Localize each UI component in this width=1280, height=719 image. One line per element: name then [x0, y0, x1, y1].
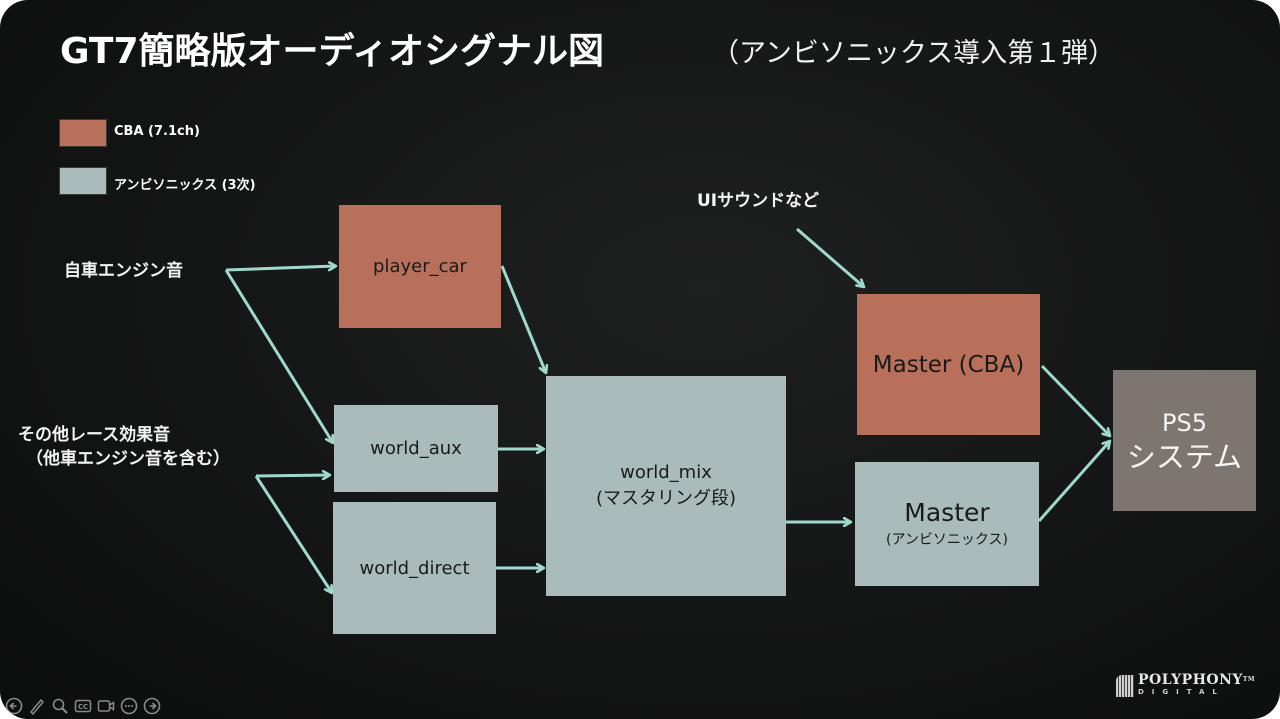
- arrow-other-effects-to-world-direct: [254, 475, 332, 593]
- source-own-engine: 自車エンジン音: [64, 261, 183, 281]
- node-master-ambisonics-sublabel: (アンビソニックス): [886, 532, 1008, 548]
- zoom-icon[interactable]: [50, 696, 70, 716]
- source-ui-sound: UIサウンドなど: [697, 191, 820, 211]
- legend-swatch-ambisonics: [59, 167, 107, 195]
- svg-text:CC: CC: [78, 703, 88, 711]
- node-world-direct-label: world_direct: [359, 557, 470, 579]
- legend-label-ambisonics: アンビソニックス (3次): [114, 178, 256, 193]
- arrow-master-amb-to-ps5: [1037, 441, 1110, 522]
- camera-icon[interactable]: [96, 696, 116, 716]
- node-player-car-label: player_car: [373, 256, 467, 277]
- node-master-cba-label: Master (CBA): [872, 351, 1025, 378]
- more-icon[interactable]: [119, 696, 139, 716]
- next-slide-icon[interactable]: [142, 696, 162, 716]
- node-world-mix-sublabel: (マスタリング段): [595, 488, 737, 509]
- polyphony-digital-logo: POLYPHONYTM DIGITAL: [1116, 672, 1256, 698]
- arrow-other-effects-to-world-aux: [255, 475, 330, 476]
- source-other-effects-line1: その他レース効果音: [18, 425, 171, 445]
- arrow-master-cba-to-ps5: [1040, 364, 1110, 436]
- logo-sub-text: DIGITAL: [1138, 688, 1225, 696]
- arrow-ui-sound-to-master-cba: [796, 227, 864, 287]
- logo-main-text: POLYPHONY: [1138, 672, 1243, 688]
- logo-tm: TM: [1242, 676, 1256, 683]
- arrow-own-engine-to-world-aux: [224, 269, 333, 443]
- node-ps5-label: PS5: [1162, 408, 1207, 437]
- logo-mark-icon: [1116, 675, 1134, 697]
- node-ps5-sublabel: システム: [1126, 439, 1243, 474]
- node-world-mix-label: world_mix: [620, 462, 712, 483]
- captions-icon[interactable]: CC: [73, 696, 93, 716]
- node-world-aux-label: world_aux: [370, 438, 462, 459]
- node-world-aux: world_aux: [334, 405, 498, 492]
- arrow-player-car-to-world-mix: [500, 265, 546, 373]
- legend-label-cba: CBA (7.1ch): [114, 124, 200, 139]
- slide-title: GT7簡略版オーディオシグナル図: [60, 31, 605, 72]
- node-world-mix: world_mix (マスタリング段): [546, 376, 786, 596]
- slide-subtitle: （アンビソニックス導入第１弾）: [712, 38, 1116, 69]
- node-world-direct: world_direct: [333, 502, 496, 634]
- node-master-ambisonics-label: Master: [904, 498, 990, 527]
- pen-icon[interactable]: [27, 696, 47, 716]
- presenter-toolbar: CC: [4, 696, 162, 716]
- node-player-car: player_car: [339, 205, 501, 328]
- source-other-effects-line2: （他車エンジン音を含む）: [26, 449, 230, 469]
- node-master-ambisonics: Master (アンビソニックス): [855, 462, 1039, 586]
- legend-swatch-cba: [59, 119, 107, 147]
- prev-slide-icon[interactable]: [4, 696, 24, 716]
- node-master-cba: Master (CBA): [857, 294, 1040, 435]
- arrow-own-engine-to-player-car: [225, 266, 336, 272]
- node-ps5-system: PS5 システム: [1113, 370, 1256, 511]
